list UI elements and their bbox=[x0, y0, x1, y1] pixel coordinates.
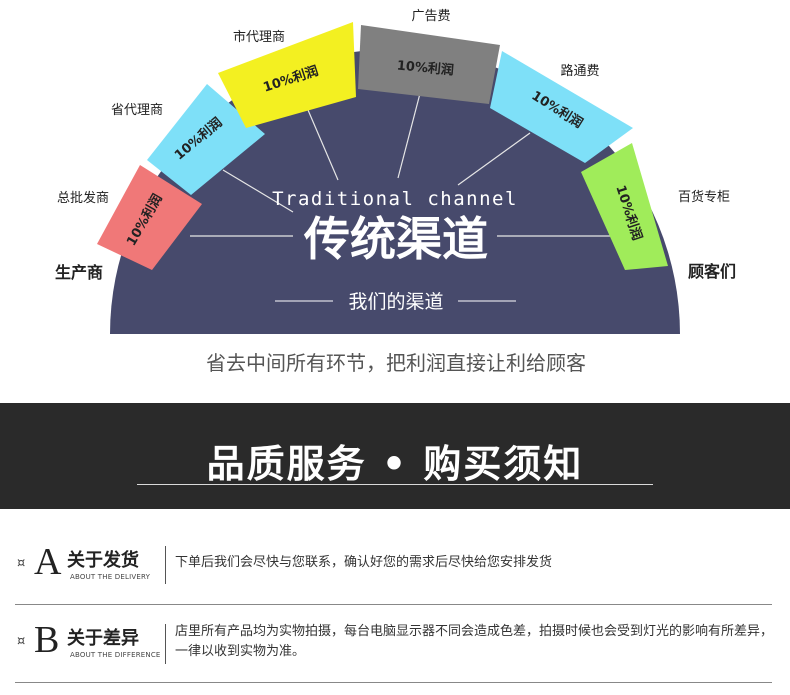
segment-department-store bbox=[581, 143, 668, 270]
spoke-4 bbox=[397, 81, 424, 179]
item-letter-a: A bbox=[34, 541, 62, 583]
producer-label: 生产商 bbox=[55, 263, 103, 282]
item-text-delivery: 下单后我们会尽快与您联系，确认好您的需求后尽快给您安排发货 bbox=[175, 555, 553, 570]
segment-province-agent-label: 省代理商 bbox=[111, 103, 163, 118]
segment-department-store-label: 百货专柜 bbox=[678, 189, 730, 205]
segment-province-agent-box bbox=[147, 84, 265, 195]
traditional-channel-diagram: 10%利润 10%利润 10%利润 10%利润 10%利润 10%利润 总批发商… bbox=[54, 9, 737, 375]
segment-city-agent bbox=[218, 22, 356, 128]
center-english-title: Traditional channel bbox=[272, 188, 518, 210]
segment-advertising bbox=[358, 25, 500, 104]
center-chinese-title: 传统渠道 bbox=[303, 212, 488, 266]
segment-advertising-label: 广告费 bbox=[411, 9, 450, 24]
segment-wholesaler bbox=[97, 165, 202, 270]
segment-advertising-box bbox=[358, 25, 500, 104]
item-subtitle-difference: ABOUT THE DIFFERENCE bbox=[70, 651, 161, 659]
segment-city-agent-box bbox=[218, 22, 356, 128]
service-banner: 品质服务 • 购买须知 bbox=[0, 403, 790, 509]
segment-province-agent bbox=[147, 84, 265, 195]
bullet-mark: ¤ bbox=[17, 556, 26, 571]
item-title-delivery: 关于发货 bbox=[67, 550, 139, 571]
item-title-difference: 关于差异 bbox=[67, 628, 139, 649]
segment-wholesaler-box bbox=[97, 165, 202, 270]
item-text-difference: 店里所有产品均为实物拍摄，每台电脑显示器不同会造成色差，拍摄时候也会受到灯光的影… bbox=[175, 624, 774, 659]
our-channel-subtitle: 我们的渠道 bbox=[348, 291, 443, 313]
segment-city-agent-label: 市代理商 bbox=[233, 29, 285, 45]
segment-road-fee-label: 路通费 bbox=[560, 63, 599, 79]
item-divider bbox=[165, 624, 166, 664]
banner-title: 品质服务 • 购买须知 bbox=[206, 442, 584, 486]
info-item-delivery: ¤ A 关于发货 ABOUT THE DELIVERY 下单后我们会尽快与您联系… bbox=[0, 540, 790, 595]
spoke-5 bbox=[457, 132, 531, 186]
banner-underline bbox=[137, 484, 653, 485]
segment-wholesaler-label: 总批发商 bbox=[57, 190, 109, 206]
item-letter-b: B bbox=[34, 619, 60, 661]
segment-road-fee bbox=[490, 51, 633, 163]
item-divider bbox=[165, 546, 166, 584]
separator-line bbox=[15, 604, 772, 605]
spoke-2 bbox=[222, 169, 294, 213]
separator-line bbox=[15, 682, 772, 683]
spokes bbox=[190, 81, 610, 237]
item-subtitle-delivery: ABOUT THE DELIVERY bbox=[70, 573, 151, 581]
bottom-slogan: 省去中间所有环节，把利润直接让利给顾客 bbox=[206, 351, 586, 375]
info-item-difference: ¤ B 关于差异 ABOUT THE DIFFERENCE 店里所有产品均为实物… bbox=[0, 618, 790, 678]
customers-label: 顾客们 bbox=[688, 262, 736, 281]
segment-road-fee-box bbox=[490, 51, 633, 163]
segment-advertising-profit: 10%利润 bbox=[396, 58, 454, 79]
segment-department-store-box bbox=[581, 143, 668, 270]
bullet-mark: ¤ bbox=[17, 634, 26, 649]
spoke-3 bbox=[304, 102, 339, 181]
channel-diagram-svg: 10%利润 10%利润 10%利润 10%利润 10%利润 10%利润 总批发商… bbox=[55, 9, 736, 375]
